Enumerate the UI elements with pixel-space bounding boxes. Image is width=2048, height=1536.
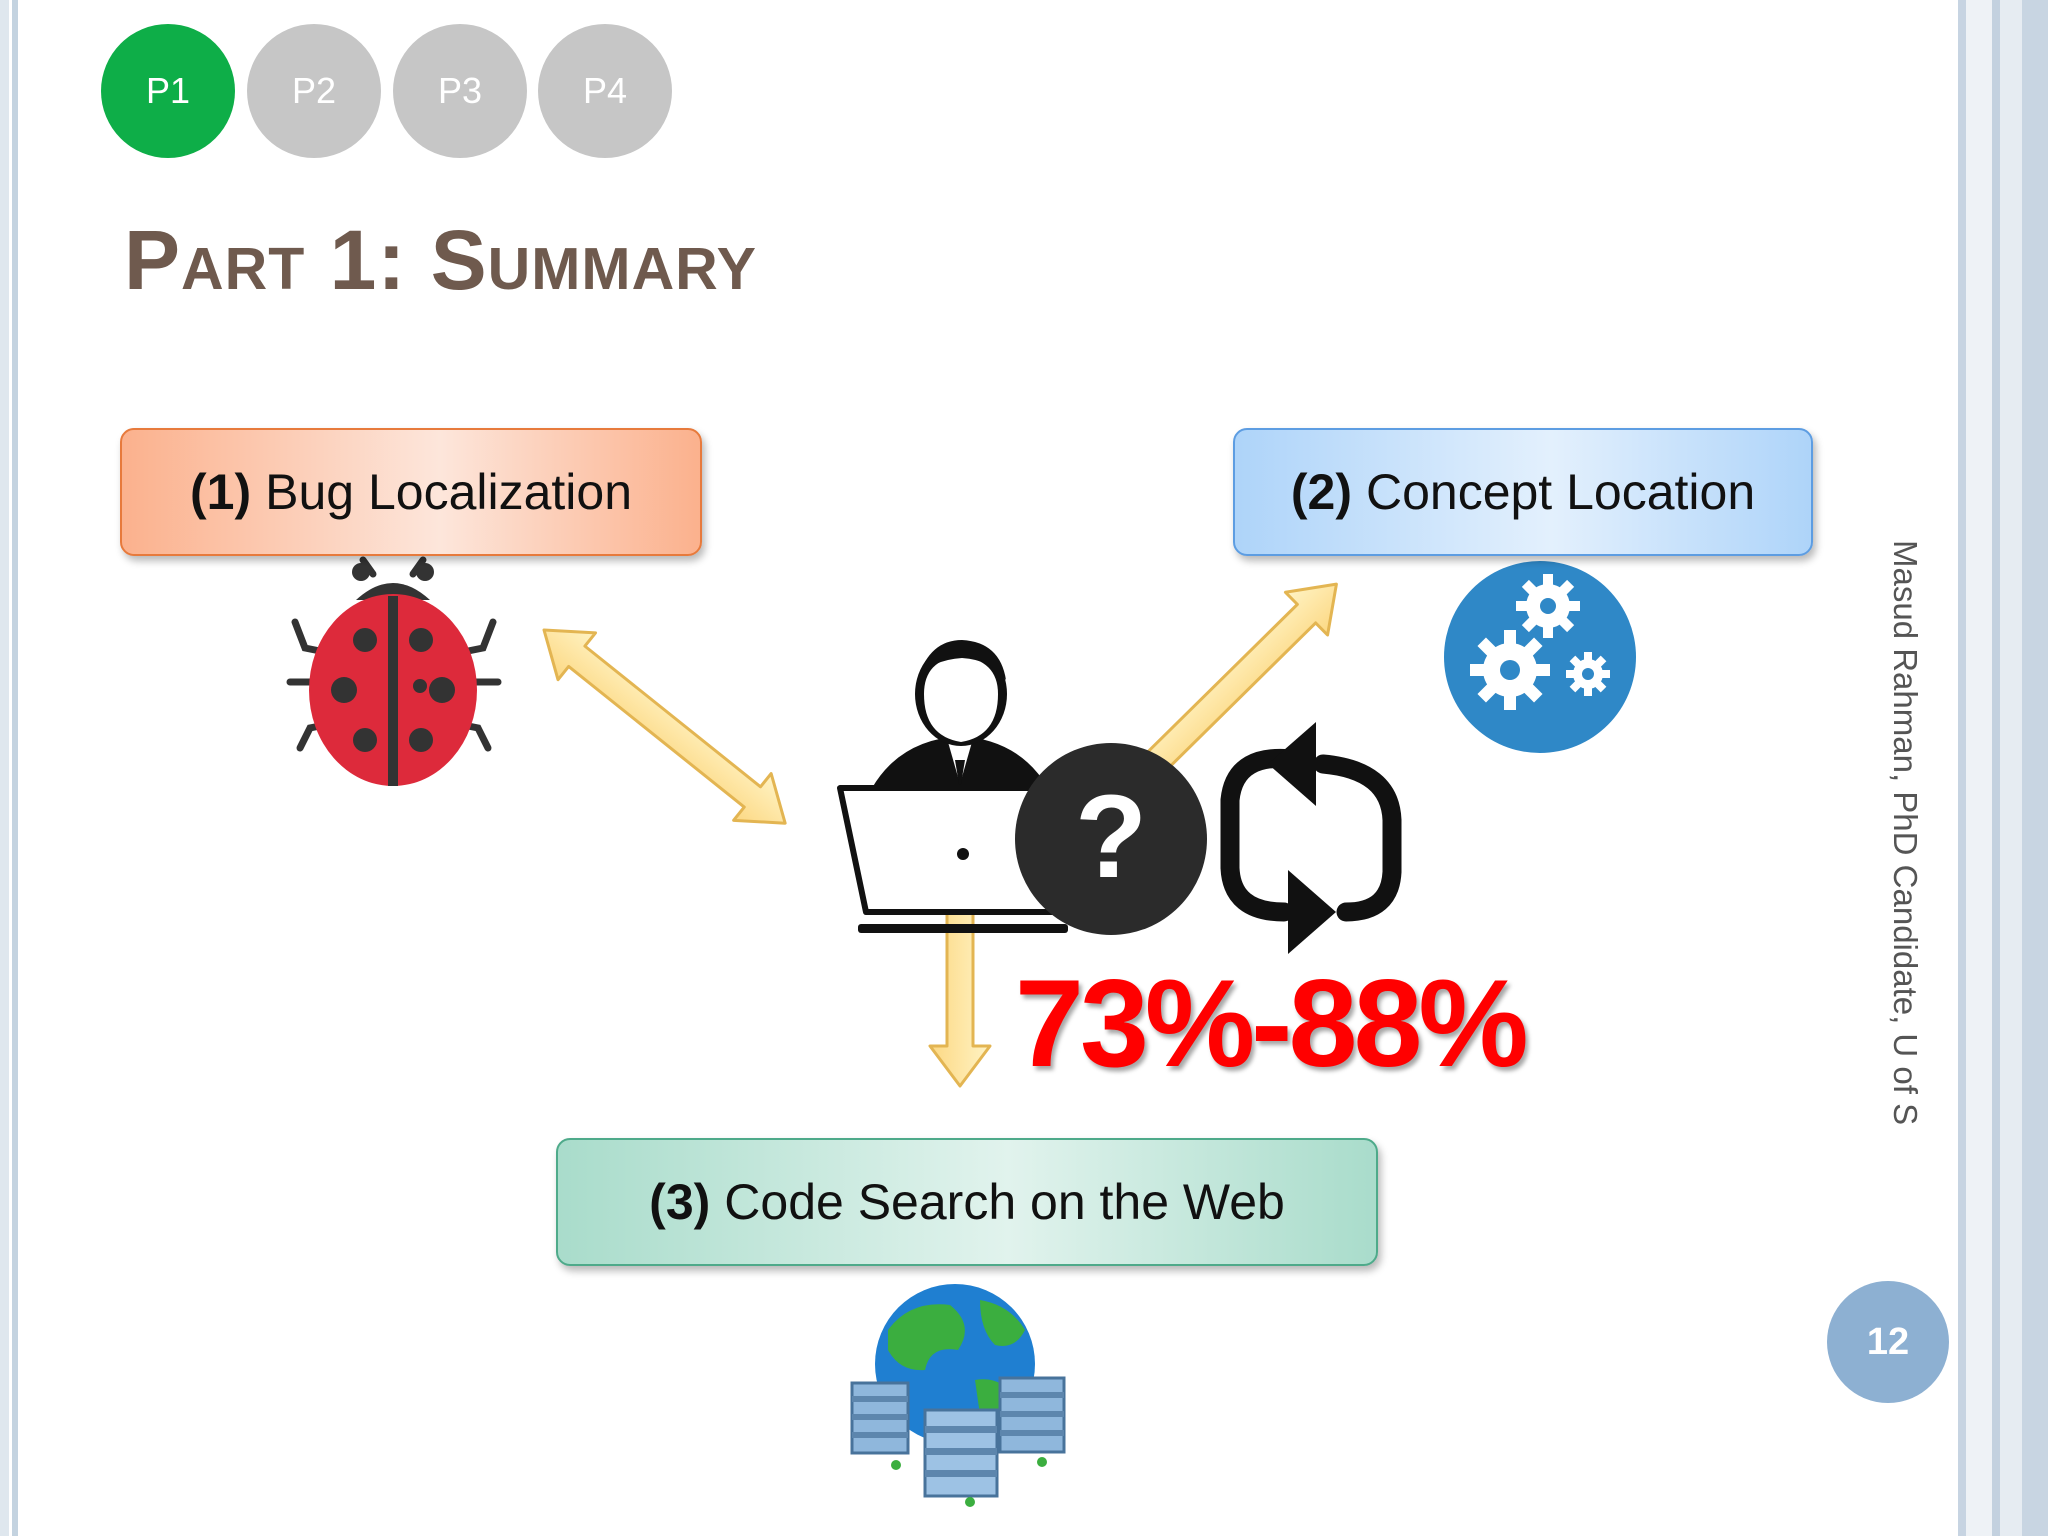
bug-localization-box: (1) Bug Localization xyxy=(120,428,702,556)
double-arrow-bug xyxy=(542,628,787,825)
progress-step-label: P2 xyxy=(291,70,337,111)
gears-icon xyxy=(1444,561,1636,753)
progress-step-label: P4 xyxy=(582,70,628,111)
box-number: (1) xyxy=(189,464,252,520)
ladybug-icon xyxy=(286,556,502,786)
question-icon: ? xyxy=(1015,743,1207,935)
progress-step-p2[interactable]: P2 xyxy=(247,24,381,158)
right-stripe xyxy=(1966,0,1992,1536)
slide-title: Part 1: Summary xyxy=(124,213,757,307)
code-search-box: (3) Code Search on the Web xyxy=(556,1138,1378,1266)
right-stripe xyxy=(2022,0,2048,1536)
author-footer: Masud Rahman, PhD Candidate, U of S xyxy=(1887,540,1924,1126)
progress-step-p1[interactable]: P1 xyxy=(101,24,235,158)
refresh-icon xyxy=(1220,748,1402,922)
right-stripe xyxy=(1992,0,2000,1536)
left-border-inner xyxy=(12,0,18,1536)
progress-step-p4[interactable]: P4 xyxy=(538,24,672,158)
server-left xyxy=(850,1381,910,1455)
arrow-concept xyxy=(1141,582,1338,777)
concept-location-box: (2) Concept Location xyxy=(1233,428,1813,556)
progress-step-p3[interactable]: P3 xyxy=(393,24,527,158)
server-center xyxy=(923,1408,999,1498)
box-label: Concept Location xyxy=(1365,464,1756,520)
progress-step-label: P3 xyxy=(437,70,483,111)
progress-step-label: P1 xyxy=(145,70,191,111)
server-right xyxy=(998,1376,1066,1454)
svg-text:?: ? xyxy=(1075,771,1147,903)
box-number: (3) xyxy=(649,1174,711,1230)
box-label: Code Search on the Web xyxy=(724,1174,1285,1230)
page-number: 12 xyxy=(1866,1320,1910,1363)
result-percent: 73%-88% xyxy=(1015,955,1529,1093)
box-label: Bug Localization xyxy=(265,464,633,520)
globe-servers-icon xyxy=(850,1284,1066,1507)
box-number: (2) xyxy=(1290,464,1352,520)
refresh-arrowheads xyxy=(1268,722,1336,954)
right-stripe xyxy=(2000,0,2022,1536)
left-border xyxy=(0,0,9,1536)
right-stripe xyxy=(1958,0,1966,1536)
page-number-badge: 12 xyxy=(1827,1281,1949,1403)
